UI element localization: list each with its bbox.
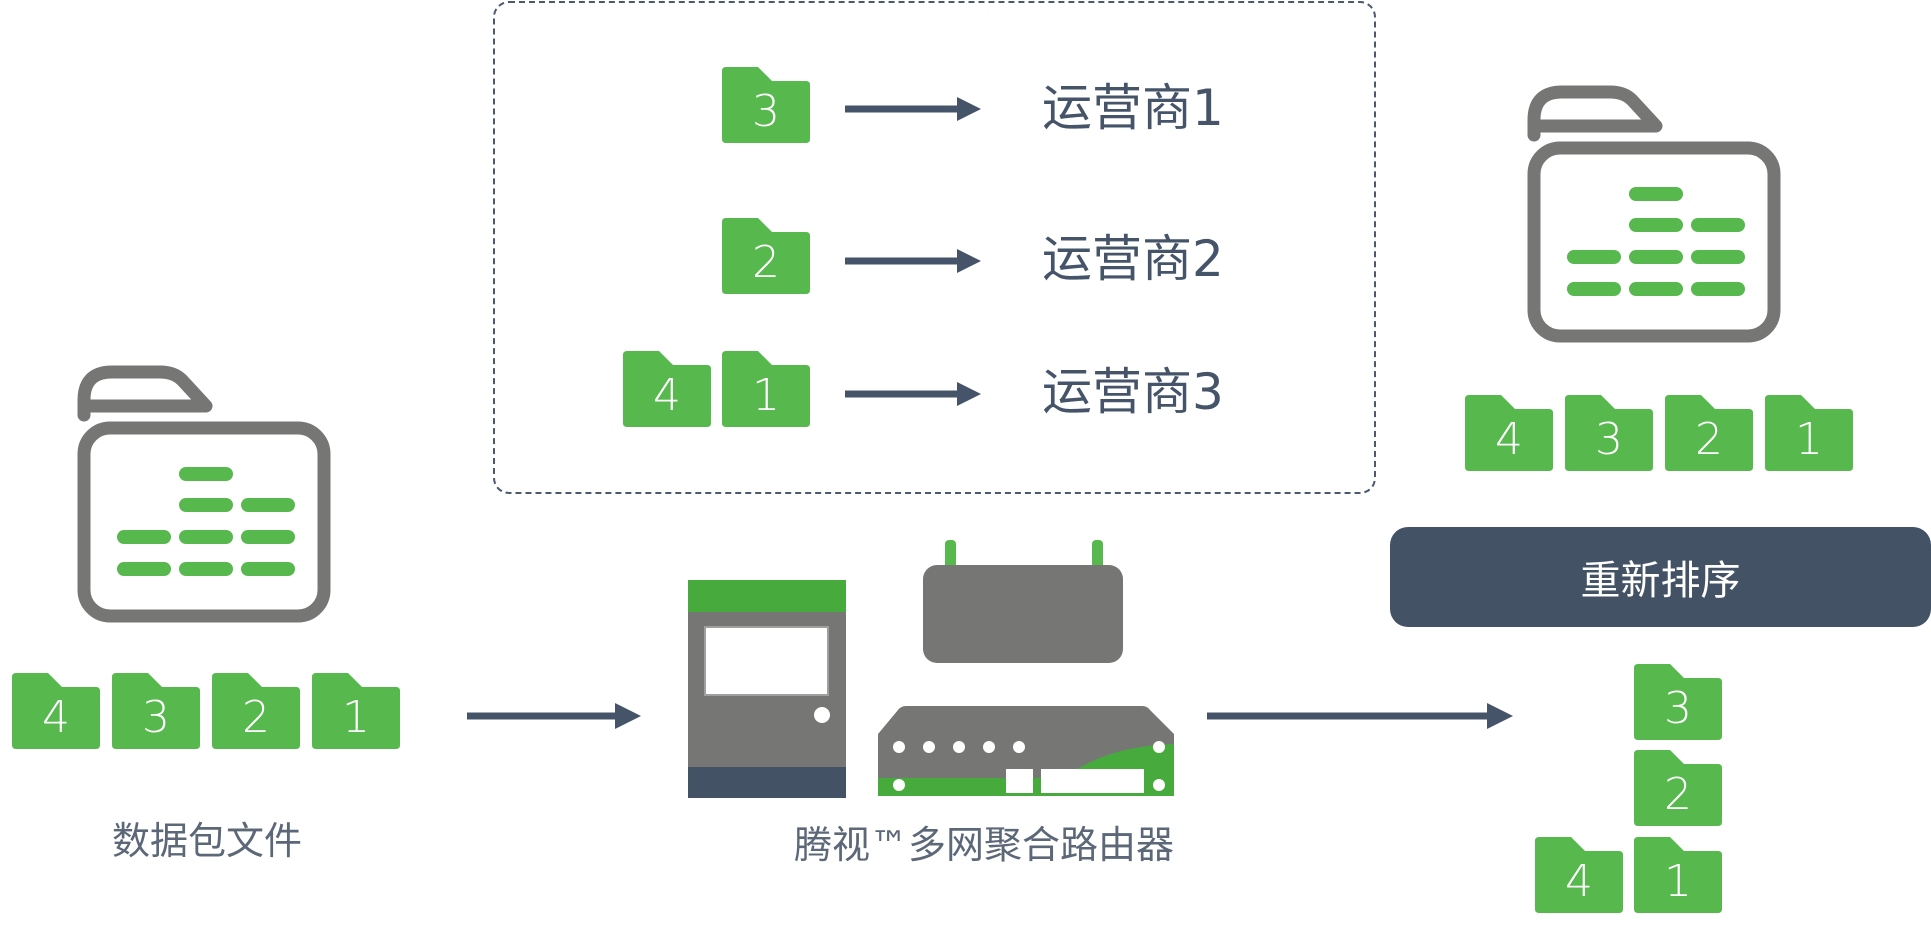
wifi-router-icon [923,540,1123,663]
received-packet-4: 4 [1535,837,1623,913]
carrier2-packet-2: 2 [722,218,810,294]
source-to-device-arrow [467,703,641,729]
carrier-group-box [493,1,1376,494]
source-caption: 数据包文件 [112,819,303,863]
packet-number: 1 [1795,414,1823,465]
network-switch-icon [878,706,1174,796]
packet-number: 3 [752,86,780,137]
data-file-icon [77,365,331,623]
source-packet-1: 1 [312,673,400,749]
received-packet-3: 3 [1634,664,1722,740]
carrier2-label: 运营商2 [1042,230,1224,288]
carrier3-packet-1: 1 [722,351,810,427]
device-to-received-arrow [1207,703,1513,729]
packet-number: 2 [242,692,270,743]
packet-number: 1 [1664,856,1692,907]
carrier1-label: 运营商1 [1042,79,1224,137]
packet-number: 4 [653,370,681,421]
packet-number: 2 [752,237,780,288]
packet-number: 1 [752,370,780,421]
reorder-button: 重新排序 [1390,527,1931,627]
carrier3-packet-4: 4 [623,351,711,427]
server-cabinet-icon [688,580,846,798]
source-packet-3: 3 [112,673,200,749]
result-packet-3: 3 [1565,395,1653,471]
packet-number: 3 [142,692,170,743]
carrier1-arrow [845,97,981,121]
packet-number: 3 [1595,414,1623,465]
received-packet-2: 2 [1634,750,1722,826]
carrier1-packet-3: 3 [722,67,810,143]
packet-number: 2 [1664,769,1692,820]
result-file-icon [1527,85,1781,343]
carrier2-arrow [845,249,981,273]
packet-number: 1 [342,692,370,743]
received-packet-1: 1 [1634,837,1722,913]
packet-number: 4 [42,692,70,743]
result-packet-4: 4 [1465,395,1553,471]
packet-number: 4 [1565,856,1593,907]
carrier3-label: 运营商3 [1042,363,1224,421]
packet-number: 2 [1695,414,1723,465]
result-packet-2: 2 [1665,395,1753,471]
packet-number: 3 [1664,683,1692,734]
result-packet-1: 1 [1765,395,1853,471]
device-caption: 腾视™多网聚合路由器 [794,823,1175,867]
carrier3-arrow [845,382,981,406]
packet-number: 4 [1495,414,1523,465]
source-packet-2: 2 [212,673,300,749]
source-packet-4: 4 [12,673,100,749]
